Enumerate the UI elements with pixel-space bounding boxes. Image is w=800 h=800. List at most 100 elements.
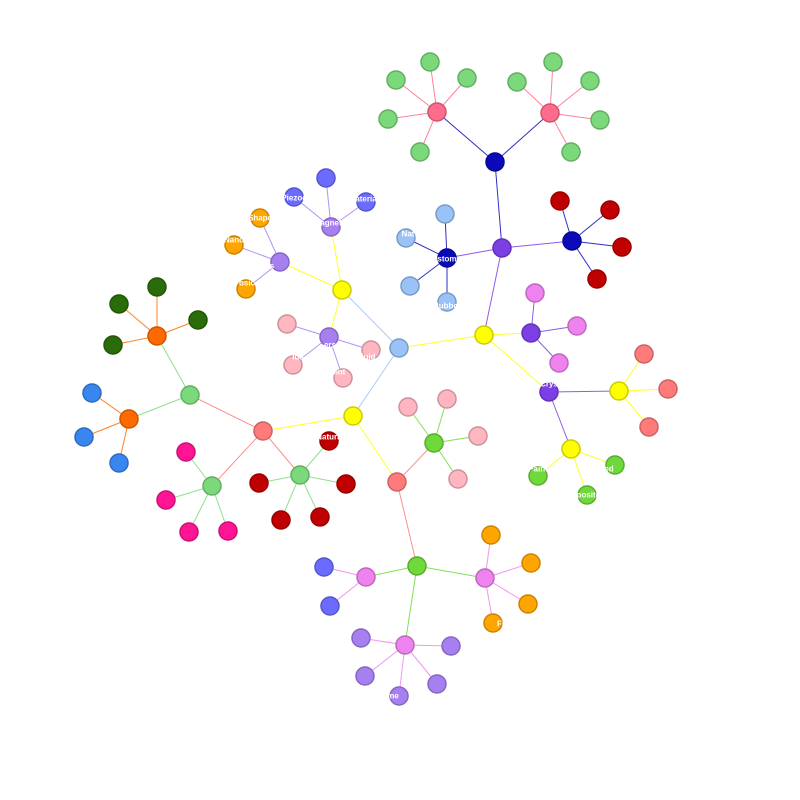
graph-node-lm2[interactable] bbox=[605, 455, 625, 475]
graph-node-pp1[interactable] bbox=[277, 314, 297, 334]
graph-node-lb4[interactable] bbox=[437, 292, 457, 312]
graph-node-g7[interactable] bbox=[543, 52, 563, 72]
graph-node-amb3[interactable] bbox=[518, 594, 538, 614]
graph-node-violet-r[interactable] bbox=[475, 568, 495, 588]
graph-node-coral-l[interactable] bbox=[253, 421, 273, 441]
graph-node-ppk4[interactable] bbox=[448, 469, 468, 489]
graph-node-bl1[interactable] bbox=[82, 383, 102, 403]
graph-node-dr2[interactable] bbox=[600, 200, 620, 220]
graph-node-lm3[interactable] bbox=[577, 485, 597, 505]
graph-node-orange-a[interactable] bbox=[147, 326, 167, 346]
graph-node-lav-tl[interactable] bbox=[270, 252, 290, 272]
graph-node-mg1[interactable] bbox=[176, 442, 196, 462]
graph-node-g8[interactable] bbox=[580, 71, 600, 91]
graph-node-pink-l[interactable] bbox=[427, 102, 447, 122]
graph-node-lav-mid[interactable] bbox=[319, 327, 339, 347]
graph-node-lb3[interactable] bbox=[400, 276, 420, 296]
graph-node-pink-r[interactable] bbox=[540, 103, 560, 123]
graph-node-g2[interactable] bbox=[420, 52, 440, 72]
graph-node-rd2[interactable] bbox=[249, 473, 269, 493]
graph-node-ppk2[interactable] bbox=[437, 389, 457, 409]
graph-node-purple-mid[interactable] bbox=[492, 238, 512, 258]
graph-node-rd1[interactable] bbox=[319, 431, 339, 451]
graph-node-lvb1[interactable] bbox=[351, 628, 371, 648]
graph-node-yellow-low[interactable] bbox=[561, 439, 581, 459]
graph-node-lvb3[interactable] bbox=[355, 666, 375, 686]
graph-node-orange-b[interactable] bbox=[119, 409, 139, 429]
graph-node-navy-l[interactable] bbox=[437, 248, 457, 268]
graph-node-lime-c[interactable] bbox=[424, 433, 444, 453]
graph-edge bbox=[341, 289, 400, 349]
graph-node-coral-c[interactable] bbox=[387, 472, 407, 492]
graph-node-rd3[interactable] bbox=[336, 474, 356, 494]
graph-node-lime-bottom[interactable] bbox=[407, 556, 427, 576]
graph-node-lvb4[interactable] bbox=[427, 674, 447, 694]
graph-edge bbox=[352, 415, 398, 483]
graph-node-dg3[interactable] bbox=[188, 310, 208, 330]
graph-node-yellow-c[interactable] bbox=[343, 406, 363, 426]
node-label-n-ed: ed bbox=[604, 465, 613, 474]
graph-node-bl2[interactable] bbox=[74, 427, 94, 447]
graph-node-green-pale-l[interactable] bbox=[180, 385, 200, 405]
graph-node-pp4[interactable] bbox=[333, 368, 353, 388]
graph-node-c3[interactable] bbox=[639, 417, 659, 437]
graph-node-v2[interactable] bbox=[567, 316, 587, 336]
graph-node-g3[interactable] bbox=[457, 68, 477, 88]
graph-node-c1[interactable] bbox=[634, 344, 654, 364]
graph-node-g4[interactable] bbox=[378, 109, 398, 129]
graph-node-pp2[interactable] bbox=[361, 340, 381, 360]
graph-node-c2[interactable] bbox=[658, 379, 678, 399]
graph-node-bl3[interactable] bbox=[109, 453, 129, 473]
graph-node-purple-r2[interactable] bbox=[521, 323, 541, 343]
graph-node-navy-r[interactable] bbox=[562, 231, 582, 251]
graph-node-pw2[interactable] bbox=[316, 168, 336, 188]
graph-node-am2[interactable] bbox=[224, 235, 244, 255]
graph-node-lm1[interactable] bbox=[528, 466, 548, 486]
graph-node-green-pale-b[interactable] bbox=[202, 476, 222, 496]
graph-node-lightblue-center[interactable] bbox=[389, 338, 409, 358]
graph-node-am3[interactable] bbox=[236, 279, 256, 299]
graph-node-pwb2[interactable] bbox=[320, 596, 340, 616]
graph-node-violet-l[interactable] bbox=[356, 567, 376, 587]
graph-node-amb4[interactable] bbox=[483, 613, 503, 633]
graph-node-purple-crys[interactable] bbox=[539, 382, 559, 402]
graph-node-g1[interactable] bbox=[386, 70, 406, 90]
graph-node-rd5[interactable] bbox=[310, 507, 330, 527]
graph-node-violet-b[interactable] bbox=[395, 635, 415, 655]
graph-node-v3[interactable] bbox=[549, 353, 569, 373]
graph-node-green-pale-c[interactable] bbox=[290, 465, 310, 485]
graph-node-pp3[interactable] bbox=[283, 355, 303, 375]
graph-node-am1[interactable] bbox=[250, 208, 270, 228]
graph-node-lb2[interactable] bbox=[396, 228, 416, 248]
graph-node-yellow-r[interactable] bbox=[474, 325, 494, 345]
graph-node-dr1[interactable] bbox=[550, 191, 570, 211]
graph-node-amb2[interactable] bbox=[521, 553, 541, 573]
graph-node-v1[interactable] bbox=[525, 283, 545, 303]
graph-node-extra[interactable] bbox=[389, 686, 409, 706]
graph-node-yellow-tl[interactable] bbox=[332, 280, 352, 300]
graph-node-mg2[interactable] bbox=[156, 490, 176, 510]
graph-node-rd4[interactable] bbox=[271, 510, 291, 530]
graph-node-dg2[interactable] bbox=[147, 277, 167, 297]
graph-node-ppk3[interactable] bbox=[468, 426, 488, 446]
graph-node-g9[interactable] bbox=[590, 110, 610, 130]
graph-node-dg4[interactable] bbox=[103, 335, 123, 355]
graph-node-g5[interactable] bbox=[410, 142, 430, 162]
graph-node-dr3[interactable] bbox=[612, 237, 632, 257]
graph-node-lvb2[interactable] bbox=[441, 636, 461, 656]
graph-node-lav-top[interactable] bbox=[321, 217, 341, 237]
graph-node-yellow-rr[interactable] bbox=[609, 381, 629, 401]
graph-node-g10[interactable] bbox=[561, 142, 581, 162]
graph-node-pwb1[interactable] bbox=[314, 557, 334, 577]
graph-node-ppk1[interactable] bbox=[398, 397, 418, 417]
graph-node-dr4[interactable] bbox=[587, 269, 607, 289]
graph-node-lb1[interactable] bbox=[435, 204, 455, 224]
graph-node-pw1[interactable] bbox=[284, 187, 304, 207]
graph-node-pw3[interactable] bbox=[356, 192, 376, 212]
graph-node-g6[interactable] bbox=[507, 72, 527, 92]
graph-node-mg3[interactable] bbox=[179, 522, 199, 542]
graph-node-dg1[interactable] bbox=[109, 294, 129, 314]
graph-node-hub-navy-top[interactable] bbox=[485, 152, 505, 172]
graph-node-mg4[interactable] bbox=[218, 521, 238, 541]
graph-node-amb1[interactable] bbox=[481, 525, 501, 545]
